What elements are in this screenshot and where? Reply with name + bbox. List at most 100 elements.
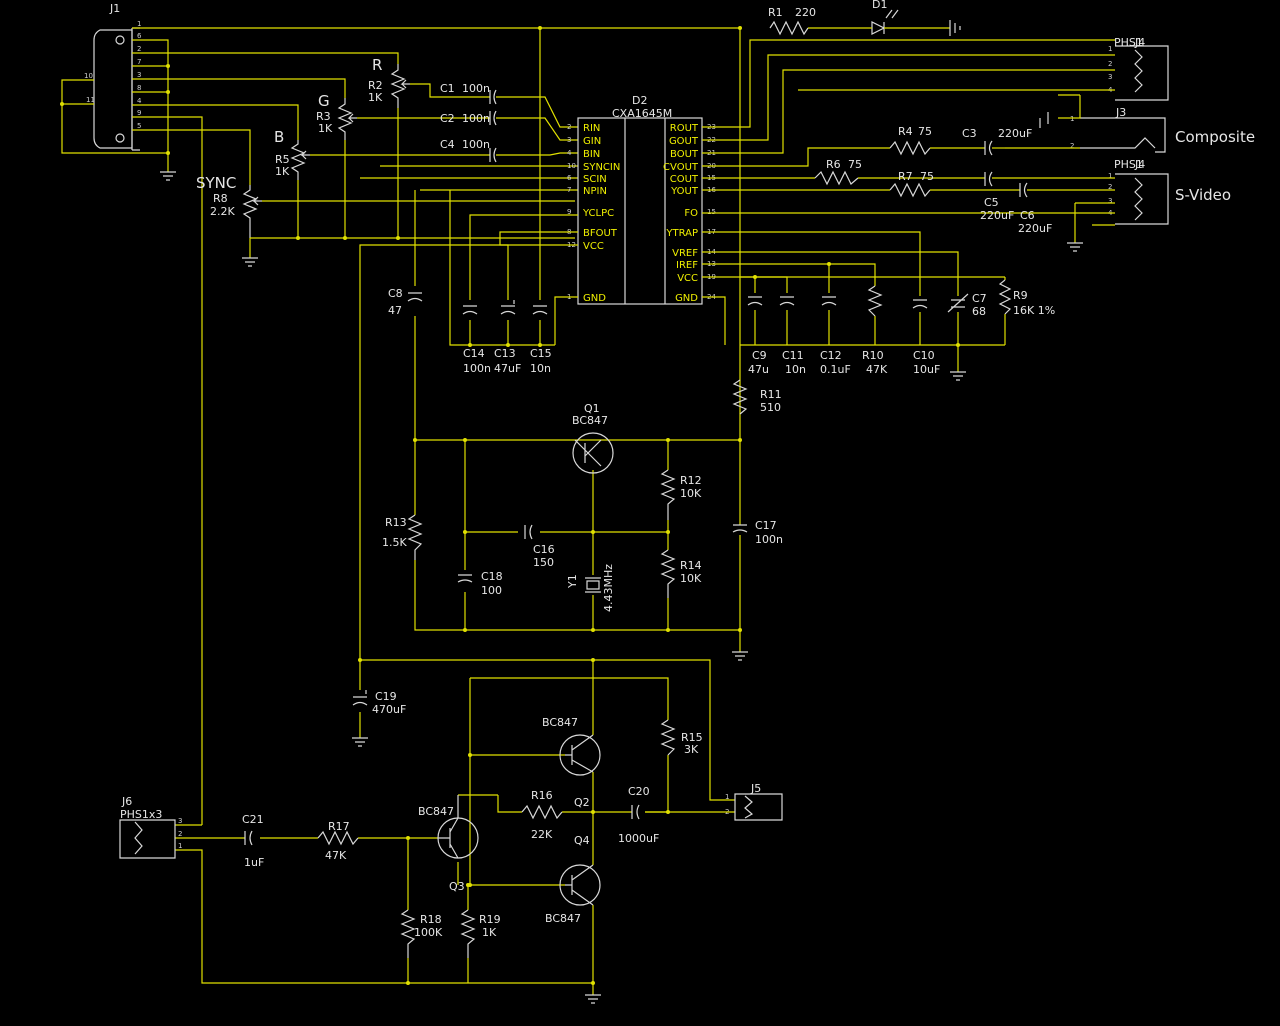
ic-pin-num: 2 (567, 123, 571, 131)
svg-text:R7: R7 (898, 170, 913, 183)
j1-pin-1: 1 (137, 20, 141, 28)
j1-ref: J1 (109, 2, 120, 15)
svg-text:C21: C21 (242, 813, 264, 826)
cap-c4: C4 100n (440, 138, 497, 163)
svg-text:C10: C10 (913, 349, 935, 362)
ic-right-wiring (702, 26, 1115, 440)
svg-text:R17: R17 (328, 820, 350, 833)
svg-text:220uF: 220uF (980, 209, 1014, 222)
ic-pin-cout: COUT (670, 174, 699, 185)
ic-d2: D2 CXA1645M RIN2GIN3BIN4SYNCIN10SCIN6NPI… (178, 45, 1113, 850)
svg-text:C9: C9 (752, 349, 767, 362)
svg-text:100n: 100n (462, 112, 490, 125)
top-wire-end (808, 20, 961, 36)
cap-to-ic-wiring (360, 96, 578, 191)
svg-text:47u: 47u (748, 363, 769, 376)
resistor-r18: R18 100K (400, 909, 443, 958)
svg-text:100n: 100n (463, 362, 491, 375)
ic-pin-npin: NPIN (583, 186, 607, 197)
cap-c16: C16 150 (524, 524, 555, 569)
svg-text:C17: C17 (755, 519, 777, 532)
ic-pin-yout: YOUT (670, 186, 699, 197)
cap-c5: C5 220uF (980, 171, 1115, 222)
svg-text:R3: R3 (316, 110, 331, 123)
j4-bottom-pin-2: 2 (1108, 183, 1112, 191)
j4-top-pin-1: 1 (1108, 45, 1112, 53)
ic-pin-gnd: GND (583, 293, 606, 304)
svg-text:220uF: 220uF (998, 127, 1032, 140)
resistor-r17: R17 47K (317, 820, 359, 862)
svg-text:10uF: 10uF (913, 363, 940, 376)
svg-text:J6: J6 (121, 795, 132, 808)
ic-pin-num: 7 (567, 186, 571, 194)
composite-wiring (1005, 94, 1081, 149)
j3-pin-1: 1 (1070, 115, 1074, 123)
pot-r2: R R2 1K (368, 56, 410, 108)
svg-text:220uF: 220uF (1018, 222, 1052, 235)
svg-text:47K: 47K (866, 363, 888, 376)
cap-c12: C12 0.1uF (820, 296, 851, 376)
pot-r8: SYNC R8 2.2K (196, 174, 262, 238)
resistor-r15: R15 3K (660, 719, 703, 756)
svg-text:100n: 100n (755, 533, 783, 546)
signal-label-g: G (318, 92, 330, 110)
cap-c20: C20 1000uF (618, 785, 659, 845)
svg-text:C14: C14 (463, 347, 485, 360)
svg-text:47K: 47K (325, 849, 347, 862)
svg-text:C3: C3 (962, 127, 977, 140)
svg-text:R6: R6 (826, 158, 841, 171)
resistor-r13: R13 1.5K (382, 514, 423, 560)
resistor-r1: R1 220 (768, 6, 816, 36)
led-d1: D1 (871, 0, 899, 35)
cap-c19: C19 470uF (352, 690, 406, 716)
pot-r3: G R3 1K (316, 92, 357, 140)
pot-r5: B R5 1K (274, 128, 310, 180)
svg-text:PHS1: PHS1 (1114, 158, 1143, 171)
ic-pin-gout: GOUT (669, 136, 699, 147)
resistor-r6: R6 75 (814, 158, 985, 186)
j4-bottom-pin-3: 3 (1108, 197, 1112, 205)
svg-text:R16: R16 (531, 789, 553, 802)
svg-text:3K: 3K (684, 743, 699, 756)
j1-pin-9: 9 (137, 109, 141, 117)
svg-text:Q4: Q4 (574, 834, 590, 847)
cap-c3: C3 220uF (962, 127, 1032, 156)
svg-text:100: 100 (481, 584, 502, 597)
ic-pin-cvout: CVOUT (663, 162, 699, 173)
cap-c8: C8 47 (388, 287, 423, 317)
resistor-r11: R11 510 (732, 379, 782, 415)
svg-text:BC847: BC847 (542, 716, 578, 729)
ic-pin-yclpc: YCLPC (582, 208, 614, 219)
j1-pin-10: 10 (84, 72, 93, 80)
svg-text:2.2K: 2.2K (210, 205, 235, 218)
svg-text:1uF: 1uF (244, 856, 264, 869)
cap-c11: C11 10n (779, 296, 806, 376)
svg-text:R8: R8 (213, 192, 228, 205)
cap-c17: C17 100n (732, 519, 783, 546)
ic-pin-num: 9 (567, 208, 571, 216)
j6-pin-2: 2 (178, 830, 182, 838)
svg-text:R5: R5 (275, 153, 290, 166)
svg-text:Q1: Q1 (584, 402, 600, 415)
transistor-q1: Q1 BC847 (572, 402, 614, 474)
svg-text:100K: 100K (414, 926, 443, 939)
svg-text:C19: C19 (375, 690, 397, 703)
transistor-q2: BC847 Q2 (542, 716, 601, 809)
ic-pin-syncin: SYNCIN (583, 162, 620, 173)
oscillator-wiring (413, 345, 748, 661)
svg-text:D1: D1 (872, 0, 887, 11)
svg-text:10n: 10n (785, 363, 806, 376)
ic-pin-num: 10 (567, 162, 576, 170)
svg-text:C1: C1 (440, 82, 455, 95)
ic-pin-fo: FO (684, 208, 698, 219)
j1-pin-2: 2 (137, 45, 141, 53)
svg-text:75: 75 (848, 158, 862, 171)
cap-c18: C18 100 (457, 570, 503, 597)
svg-text:R14: R14 (680, 559, 702, 572)
svg-text:68: 68 (972, 305, 986, 318)
ic-pin-num: 4 (567, 149, 572, 157)
svg-text:1K: 1K (368, 91, 383, 104)
svg-text:C8: C8 (388, 287, 403, 300)
svg-text:16K 1%: 16K 1% (1013, 304, 1055, 317)
svg-text:C5: C5 (984, 196, 999, 209)
